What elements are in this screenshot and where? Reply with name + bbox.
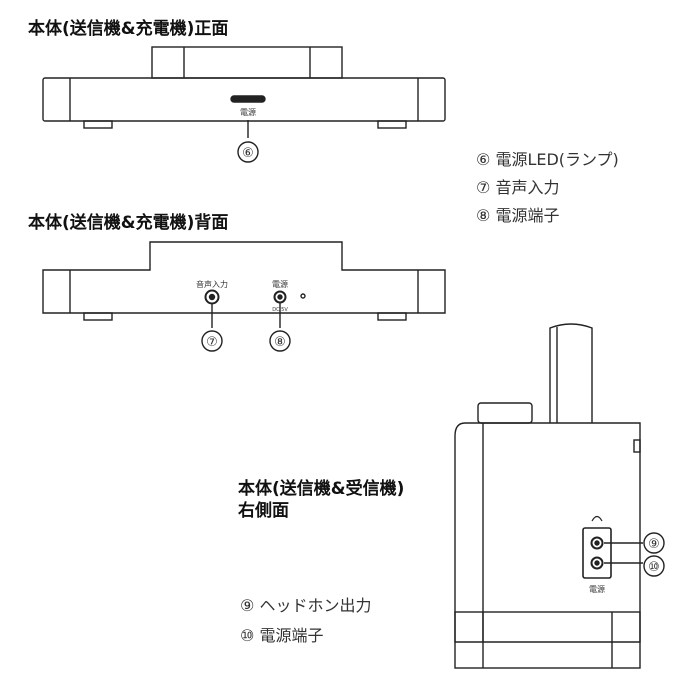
legend-item-9: ⑨ ヘッドホン出力	[240, 592, 371, 616]
legend-number: ⑦	[476, 178, 491, 197]
back-power-sublabel: DC 5V	[272, 307, 288, 313]
front-view-device	[42, 46, 446, 163]
audio-input-jack	[204, 289, 220, 305]
power-led	[230, 95, 266, 103]
side-bottom	[454, 611, 641, 669]
front-foot-right	[377, 120, 407, 129]
side-power-label: 電源	[589, 585, 605, 594]
legend-item-10: ⑩ 電源端子	[240, 622, 323, 646]
audio-input-label: 音声入力	[196, 279, 228, 289]
callout-number-10: ⑩	[648, 560, 660, 575]
callout-circle-8	[269, 330, 291, 352]
legend-number: ⑩	[240, 626, 255, 645]
legend-number: ⑨	[240, 596, 255, 615]
front-base	[42, 77, 446, 122]
front-foot-left	[83, 120, 113, 129]
callout-number-7: ⑦	[206, 335, 218, 350]
callout-number-8: ⑧	[274, 335, 286, 350]
side-jack-panel	[582, 527, 612, 579]
callout-circle-10	[643, 555, 665, 577]
legend-number: ⑥	[476, 150, 491, 169]
back-foot-left	[83, 312, 113, 321]
side-view-heading-line2: 右側面	[238, 501, 289, 521]
headphone-icon	[591, 515, 603, 522]
legend-text: 電源LED(ランプ)	[495, 150, 619, 169]
legend-text: 電源端子	[495, 206, 560, 225]
back-body	[42, 241, 446, 314]
back-power-label: 電源	[272, 280, 288, 289]
side-top-clip	[477, 402, 533, 424]
legend-item-8: ⑧ 電源端子	[476, 202, 559, 226]
front-cradle	[151, 46, 343, 79]
callout-number-6: ⑥	[242, 146, 254, 161]
back-view-heading: 本体(送信機&充電機)背面	[28, 213, 229, 233]
legend-item-6: ⑥ 電源LED(ランプ)	[476, 146, 619, 170]
side-antenna	[549, 323, 593, 423]
legend-text: 電源端子	[259, 626, 324, 645]
side-view-heading-line1: 本体(送信機&受信機)	[238, 479, 405, 499]
reset-hole	[300, 293, 306, 299]
front-view-heading: 本体(送信機&充電機)正面	[28, 19, 229, 39]
side-view-device	[454, 323, 665, 669]
callout-number-9: ⑨	[648, 537, 660, 552]
headphone-jack	[590, 536, 604, 550]
callout-circle-7	[201, 330, 223, 352]
callout-circle-6	[237, 141, 259, 163]
legend-text: ヘッドホン出力	[259, 596, 372, 615]
back-power-jack	[273, 290, 287, 304]
callout-circle-9	[643, 532, 665, 554]
legend-item-7: ⑦ 音声入力	[476, 174, 559, 198]
legend-text: 音声入力	[495, 178, 560, 197]
side-power-jack	[590, 556, 604, 570]
front-led-label: 電源	[240, 108, 256, 117]
back-foot-right	[377, 312, 407, 321]
side-body	[454, 422, 641, 643]
back-view-device	[42, 241, 446, 352]
legend-number: ⑧	[476, 206, 491, 225]
